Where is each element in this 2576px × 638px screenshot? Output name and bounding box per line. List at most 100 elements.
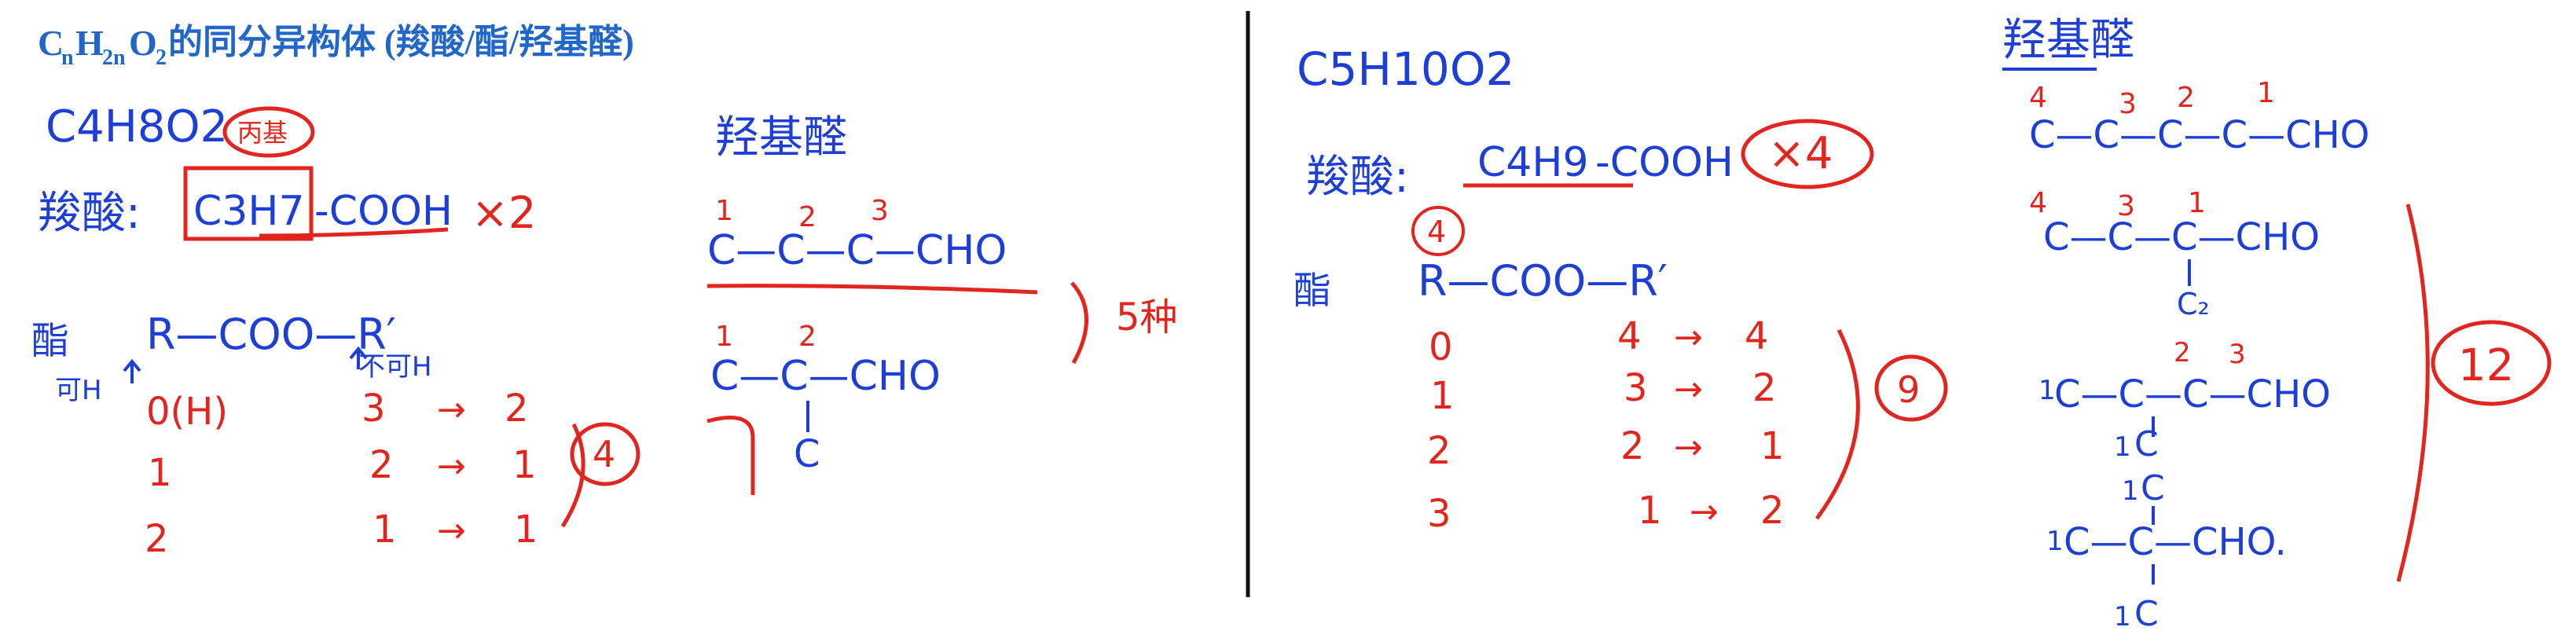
left-acid-label: 羧酸: bbox=[38, 188, 141, 239]
left-arrow-1 bbox=[123, 358, 141, 383]
left-chain2-mark bbox=[706, 415, 755, 495]
right-row-3-n: 1 bbox=[1760, 424, 1785, 468]
title-o: O bbox=[129, 23, 157, 63]
left-row-1-n: 2 bbox=[505, 387, 529, 431]
left-arrow-2 bbox=[349, 346, 368, 369]
left-row-3-rp: 1 bbox=[372, 508, 397, 552]
svg-text:1: 1 bbox=[2257, 77, 2275, 109]
svg-text:→: → bbox=[1674, 427, 1703, 468]
right-structure-2-branch: C₂ bbox=[2177, 287, 2210, 321]
right-ester-table: 0 4 → 4 1 3 → 2 2 2 → 1 3 1 → 2 bbox=[1427, 314, 1785, 536]
right-ester-total: 9 bbox=[1897, 368, 1920, 411]
right-row-1-n: 4 bbox=[1745, 314, 1769, 358]
right-acid-count-circle bbox=[1741, 119, 1874, 189]
left-ester-table: 0(H) 3 → 2 1 2 → 1 2 1 → 1 bbox=[145, 387, 538, 561]
left-row-2-r: 1 bbox=[148, 451, 172, 495]
right-row-1-r: 0 bbox=[1429, 325, 1453, 369]
right-row-4-rp: 1 bbox=[1638, 489, 1662, 533]
right-structure-4-main: C—C—CHO. bbox=[2064, 520, 2287, 564]
left-acid-group: C3H7 bbox=[193, 188, 305, 235]
left-note-left: 可H bbox=[55, 375, 102, 406]
left-chain1-num-3: 3 bbox=[871, 195, 889, 227]
left-note-circle bbox=[222, 106, 315, 158]
title-n-sub: n bbox=[61, 46, 74, 70]
right-formula: C5H10O2 bbox=[1297, 42, 1514, 96]
right-acid-group: C4H9 bbox=[1477, 139, 1589, 186]
right-ester-formula: R—COO—R′ bbox=[1418, 256, 1668, 306]
svg-text:1: 1 bbox=[2038, 375, 2056, 406]
svg-text:→: → bbox=[1674, 369, 1703, 409]
left-acid-tail: -COOH bbox=[314, 188, 453, 235]
left-circled-note: 丙基 bbox=[237, 118, 288, 148]
left-row-1-r: 0(H) bbox=[146, 390, 228, 434]
right-row-3-rp: 2 bbox=[1620, 424, 1645, 468]
left-hydroxy-total: 5种 bbox=[1116, 295, 1178, 339]
right-section: C5H10O2 羧酸: C4H9 -COOH ×4 4 酯 R—COO—R′ 0… bbox=[1294, 15, 2552, 634]
right-row-4-n: 2 bbox=[1760, 489, 1785, 533]
svg-text:4: 4 bbox=[2029, 187, 2047, 219]
right-structure-1-main: C—C—C—C—CHO bbox=[2029, 113, 2369, 157]
left-section: C4H8O2 丙基 羧酸: C3H7 -COOH ×2 酯 R—COO—R′ 可… bbox=[31, 101, 1178, 561]
svg-text:2: 2 bbox=[2177, 82, 2195, 114]
left-row-2-n: 1 bbox=[512, 443, 537, 487]
right-ester-label: 酯 bbox=[1294, 269, 1331, 313]
left-chain1-num-1: 1 bbox=[715, 195, 733, 227]
svg-text:2: 2 bbox=[2174, 337, 2191, 368]
left-note-right: 不可H bbox=[358, 351, 432, 383]
left-chain2-branch: C bbox=[794, 432, 820, 476]
left-formula: C4H8O2 bbox=[46, 101, 228, 152]
svg-text:1: 1 bbox=[2188, 187, 2206, 219]
right-circled-four-ring bbox=[1411, 206, 1465, 256]
left-row-3-r: 2 bbox=[145, 517, 169, 561]
right-structure-4: 1 C 1 C—C—CHO. 1 C bbox=[2046, 468, 2287, 634]
right-row-2-r: 1 bbox=[1430, 374, 1455, 418]
left-hydroxy-title: 羟基醛 bbox=[715, 112, 847, 163]
left-ester-formula: R—COO—R′ bbox=[146, 310, 396, 359]
left-acid-box bbox=[183, 166, 314, 241]
right-hydroxy-total: 12 bbox=[2458, 340, 2514, 391]
right-ester-brace bbox=[1815, 328, 1860, 520]
title-rest: 的同分异构体 (羧酸/酯/羟基醛) bbox=[168, 23, 634, 61]
svg-text:3: 3 bbox=[2119, 88, 2137, 120]
left-chain1-underline bbox=[706, 284, 1038, 295]
left-ester-label: 酯 bbox=[31, 319, 69, 363]
title-o-sub: 2 bbox=[156, 46, 167, 70]
svg-text:→: → bbox=[1690, 492, 1719, 532]
left-row-2-rp: 2 bbox=[369, 443, 394, 487]
svg-text:1: 1 bbox=[2114, 601, 2131, 632]
right-row-2-n: 2 bbox=[1752, 366, 1777, 410]
left-chain2-num-1: 1 bbox=[715, 321, 733, 353]
left-chain1: C—C—C—CHO bbox=[707, 227, 1007, 274]
right-structure-2: 4 3 1 C—C—C—CHO C₂ bbox=[2029, 187, 2320, 321]
right-acid-count: ×4 bbox=[1768, 128, 1833, 179]
right-structure-3: 2 3 1 C—C—C—CHO 1 C bbox=[2038, 337, 2331, 464]
right-acid-label: 羧酸: bbox=[1306, 152, 1409, 203]
svg-text:1: 1 bbox=[2122, 475, 2139, 507]
right-structure-2-main: C—C—C—CHO bbox=[2043, 215, 2320, 259]
left-chain1-num-2: 2 bbox=[798, 201, 816, 233]
svg-text:→: → bbox=[437, 390, 466, 430]
right-hydroxy-title: 羟基醛 bbox=[2002, 15, 2134, 66]
title-h-sub: 2n bbox=[102, 46, 126, 70]
svg-text:1: 1 bbox=[2114, 431, 2131, 463]
title-c: C bbox=[38, 23, 64, 63]
right-structure-3-branch: C bbox=[2134, 424, 2159, 464]
left-ester-total: 4 bbox=[593, 433, 615, 475]
svg-text:3: 3 bbox=[2117, 190, 2135, 222]
right-structure-1: 4 3 2 1 C—C—C—C—CHO bbox=[2029, 77, 2369, 157]
right-row-3-r: 2 bbox=[1427, 429, 1451, 473]
right-structure-4-top: C bbox=[2141, 468, 2165, 508]
right-structure-3-main: C—C—C—CHO bbox=[2054, 372, 2331, 416]
page-title: C n H 2n O 2 的同分异构体 (羧酸/酯/羟基醛) bbox=[38, 23, 634, 70]
left-hydroxy-brace bbox=[1070, 281, 1088, 365]
right-row-2-rp: 3 bbox=[1624, 366, 1648, 410]
right-hydroxy-brace bbox=[2396, 204, 2430, 582]
right-row-4-r: 3 bbox=[1427, 492, 1451, 536]
svg-text:→: → bbox=[1674, 317, 1703, 358]
svg-text:4: 4 bbox=[2029, 82, 2047, 114]
svg-text:→: → bbox=[437, 446, 466, 486]
svg-text:→: → bbox=[437, 511, 466, 551]
right-row-1-rp: 4 bbox=[1617, 314, 1642, 358]
